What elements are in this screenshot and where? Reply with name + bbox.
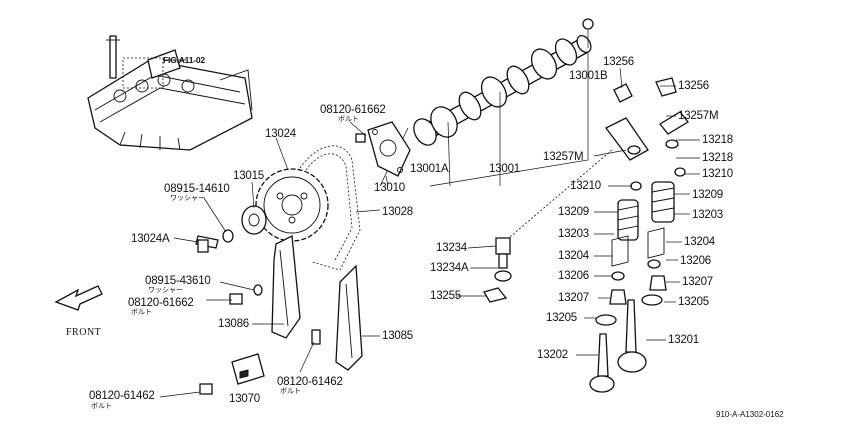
fig-reference[interactable]: FIG.A11-02 <box>163 55 205 65</box>
callout-13010[interactable]: 13010 <box>374 182 405 194</box>
sublabel-bolt-mid: ボルト <box>131 309 152 316</box>
callout-13204-a[interactable]: 13204 <box>684 236 715 248</box>
callout-13205-a[interactable]: 13205 <box>678 296 709 308</box>
callout-13202[interactable]: 13202 <box>537 349 568 361</box>
front-arrow-icon <box>54 285 103 311</box>
callout-13015[interactable]: 13015 <box>233 170 264 182</box>
lash-adjuster-13234 <box>483 237 512 303</box>
callout-08915-14610[interactable]: 08915-14610 <box>164 183 230 195</box>
callout-13203-b[interactable]: 13203 <box>558 228 589 240</box>
callout-13234[interactable]: 13234 <box>436 242 467 254</box>
sublabel-bolt-right: ボルト <box>280 388 301 395</box>
tensioner-13070 <box>231 353 265 385</box>
callout-13257M-b[interactable]: 13257M <box>543 151 584 163</box>
front-label: FRONT <box>66 327 102 338</box>
callout-13218-b[interactable]: 13218 <box>702 152 733 164</box>
callout-13255[interactable]: 13255 <box>430 290 461 302</box>
callout-13205-b[interactable]: 13205 <box>546 312 577 324</box>
sublabel-bolt-left: ボルト <box>91 403 112 410</box>
callout-13001B[interactable]: 13001B <box>569 70 608 82</box>
bolt-13024A <box>195 235 219 253</box>
callout-13085[interactable]: 13085 <box>382 330 413 342</box>
callout-13001[interactable]: 13001 <box>489 163 520 175</box>
callout-13086[interactable]: 13086 <box>218 318 249 330</box>
sublabel-bolt-top: ボルト <box>338 116 359 123</box>
cylinder-head-illustration <box>87 35 253 151</box>
callout-13256-a[interactable]: 13256 <box>603 56 634 68</box>
valve-train-illustration <box>503 77 689 393</box>
callout-13028[interactable]: 13028 <box>382 206 413 218</box>
callout-13201[interactable]: 13201 <box>668 334 699 346</box>
callout-13210-a[interactable]: 13210 <box>702 168 733 180</box>
callout-13210-b[interactable]: 13210 <box>570 180 601 192</box>
sprocket-13024 <box>255 168 329 242</box>
callout-13209-b[interactable]: 13209 <box>558 206 589 218</box>
callout-13070[interactable]: 13070 <box>229 393 260 405</box>
sublabel-washer-a: ワッシャー <box>170 195 205 202</box>
callout-13256-b[interactable]: 13256 <box>678 80 709 92</box>
bolt-08120-61462-left <box>199 383 213 395</box>
spacer-13015 <box>241 205 267 235</box>
sublabel-washer-b: ワッシャー <box>148 287 183 294</box>
callout-13218-a[interactable]: 13218 <box>702 134 733 146</box>
callout-08915-43610[interactable]: 08915-43610 <box>145 275 211 287</box>
callout-13001A[interactable]: 13001A <box>410 163 449 175</box>
drawing-code: 910-A-A1302-0162 <box>716 410 784 419</box>
callout-13209-a[interactable]: 13209 <box>692 189 723 201</box>
callout-08120-61462-left[interactable]: 08120-61462 <box>89 390 155 402</box>
camshaft-illustration <box>379 18 594 187</box>
callout-13024A[interactable]: 13024A <box>131 233 170 245</box>
callout-13207-a[interactable]: 13207 <box>682 276 713 288</box>
callout-13206-b[interactable]: 13206 <box>558 270 589 282</box>
callout-13206-a[interactable]: 13206 <box>680 255 711 267</box>
callout-08120-61662-top[interactable]: 08120-61662 <box>320 104 386 116</box>
callout-13257M-a[interactable]: 13257M <box>678 110 719 122</box>
plate-13010 <box>355 121 411 177</box>
callout-08120-61662-mid[interactable]: 08120-61662 <box>128 297 194 309</box>
timing-chain-13028 <box>299 145 361 271</box>
callout-13234A[interactable]: 13234A <box>430 262 469 274</box>
bolt-08120-61462-right <box>311 329 321 345</box>
chain-guide-13086 <box>271 234 301 339</box>
chain-guide-13085 <box>335 264 363 371</box>
callout-13024[interactable]: 13024 <box>265 128 296 140</box>
washer-08915-43610 <box>253 284 263 296</box>
washer-08915-14610 <box>222 229 234 243</box>
callout-13204-b[interactable]: 13204 <box>558 250 589 262</box>
callout-13207-b[interactable]: 13207 <box>558 292 589 304</box>
leader-lines <box>159 67 700 398</box>
callout-13203-a[interactable]: 13203 <box>692 209 723 221</box>
callout-08120-61462-mid[interactable]: 08120-61462 <box>277 376 343 388</box>
bolt-08120-61662-mid <box>229 293 243 305</box>
